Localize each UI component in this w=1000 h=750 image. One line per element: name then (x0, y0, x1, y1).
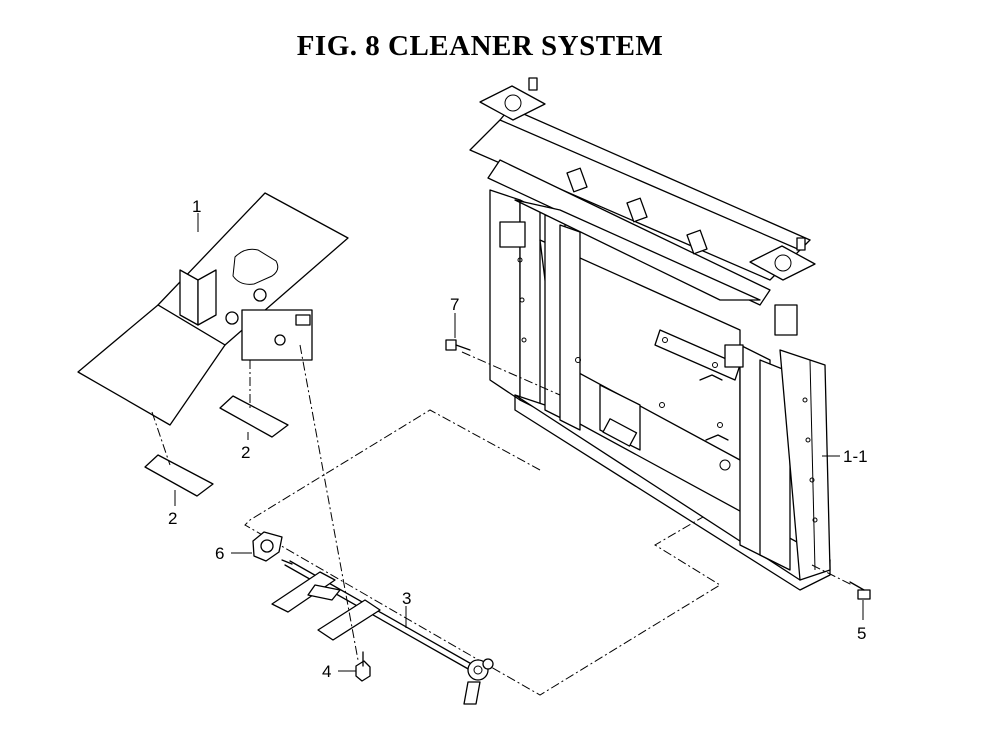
bearing-part (252, 531, 293, 565)
assembly-line-part-2-lower (151, 411, 171, 466)
callout-2a: 2 (241, 443, 250, 462)
callout-1: 1 (192, 197, 201, 216)
callout-1-1: 1-1 (843, 447, 868, 466)
cleaner-frame-part (469, 77, 831, 591)
callout-3: 3 (402, 589, 411, 608)
bolt-part-5 (849, 581, 871, 600)
callout-7: 7 (450, 295, 459, 314)
shaft-assembly-part (271, 560, 494, 705)
assembly-reference-outline (244, 409, 721, 696)
assembly-line-part-4 (299, 344, 359, 661)
figure-title: FIG. 8 CLEANER SYSTEM (296, 30, 664, 62)
seal-strip-part-upper (219, 395, 289, 438)
callout-6: 6 (215, 544, 224, 563)
assembly-line-part-7 (461, 351, 561, 396)
bolt-part-4 (355, 651, 371, 682)
callout-4: 4 (322, 662, 331, 681)
callout-5: 5 (857, 624, 866, 643)
bolt-part-7 (445, 339, 471, 351)
callout-2b: 2 (168, 509, 177, 528)
seal-strip-part-lower (144, 454, 214, 497)
assembly-line-part-5 (811, 564, 853, 586)
cleaner-cover-part (77, 192, 349, 426)
